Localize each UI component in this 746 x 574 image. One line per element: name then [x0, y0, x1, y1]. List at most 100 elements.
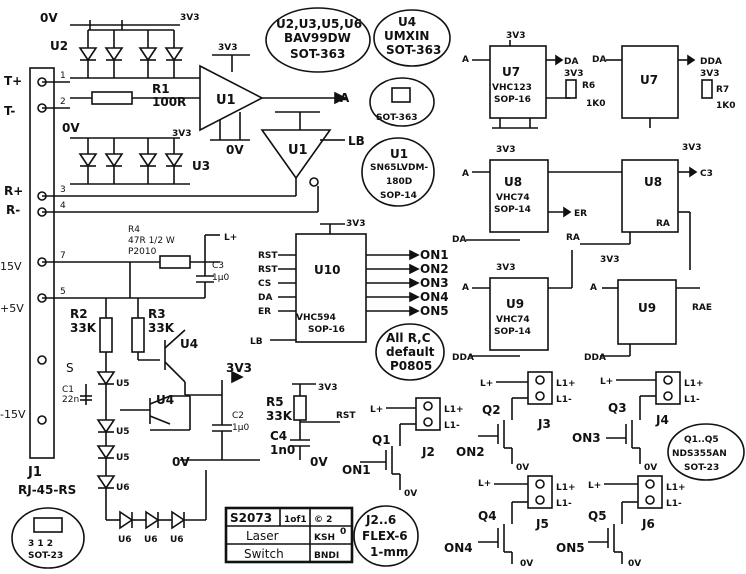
j4-lplus: L+ — [600, 377, 613, 387]
signal-15v-neg: -15V — [0, 408, 26, 421]
r1-ref: R1 — [152, 82, 170, 96]
u9b-ref: U9 — [638, 301, 656, 315]
j5-ref: J5 — [535, 517, 549, 531]
on5-label: ON5 — [556, 541, 585, 555]
on4-label: ON4 — [444, 541, 473, 555]
note-sot23: 3 1 2 SOT-23 — [11, 507, 85, 569]
net-3v3-u4: 3V3 — [226, 361, 252, 375]
u4-ref: U4 — [180, 337, 198, 351]
u2-ref: U2 — [50, 39, 68, 53]
u8-pkg: SOP-14 — [494, 205, 531, 215]
net-ra: RA — [566, 233, 580, 243]
note-u1-line1: U1 — [390, 147, 408, 161]
j2-l1minus: L1- — [444, 421, 460, 431]
u7-3v3-b: 3V3 — [564, 69, 584, 79]
c1-ref: C1 — [62, 385, 74, 395]
u8-ref: U8 — [504, 175, 522, 189]
j1-ref: J1 — [27, 465, 42, 480]
u1b-ref: U1 — [288, 143, 308, 158]
u8-input-a: A — [462, 169, 469, 179]
signal-t-minus: T- — [4, 104, 15, 118]
u10-in-cs: CS — [258, 279, 271, 289]
net-lb-out: LB — [348, 134, 365, 148]
title-copyright: © 2 — [314, 515, 332, 525]
title-name1: Laser — [246, 529, 279, 543]
u10-ref: U10 — [314, 263, 340, 277]
u1-ref: U1 — [216, 93, 236, 108]
net-3v3-top: 3V3 — [180, 13, 200, 23]
j2-lplus: L+ — [370, 405, 383, 415]
r1-value: 100R — [152, 95, 186, 109]
flipflop-u9: 3V3 A U9 VHC74 SOP-14 DDA — [452, 250, 573, 363]
note-parts-line3: SOT-363 — [290, 47, 345, 61]
r4-value: 47R 1/2 W — [128, 236, 175, 246]
r4-pkg: P2010 — [128, 247, 157, 257]
u10-out-on5: ON5 — [420, 304, 449, 318]
j3-l1plus: L1+ — [556, 379, 576, 389]
power-filter: L+ R4 47R 1/2 W P2010 C3 1µ0 — [70, 225, 237, 299]
r7-value: 1K0 — [716, 101, 736, 111]
u7-out-da: DA — [564, 57, 578, 67]
reset-circuit: 3V3 RST R5 33K C4 1n0 0V — [266, 383, 356, 469]
note-rc: All R,C default P0805 — [375, 323, 445, 381]
u9b-input-dda: DDA — [584, 353, 606, 363]
u7b-input-da: DA — [592, 55, 606, 65]
note-mosfet-line1: Q1..Q5 — [684, 435, 719, 445]
u9-part: VHC74 — [496, 315, 530, 325]
u10-in-rst1: RST — [258, 251, 278, 261]
note-rc-line2: default — [386, 345, 435, 359]
c2-value: 1µ0 — [232, 423, 249, 433]
title-author2: BNDI — [314, 551, 339, 561]
rst-net: RST — [336, 411, 356, 421]
q5-ref: Q5 — [588, 509, 607, 523]
diode-array-u3: 0V 3V3 U3 — [62, 121, 210, 185]
j4-l1minus: L1- — [684, 395, 700, 405]
pin-1: 1 — [60, 71, 66, 81]
shift-register-u10: 3V3 U10 VHC594 SOP-16 RST RST CS DA ER O… — [250, 219, 449, 347]
note-sot23-pins: 3 1 2 — [28, 539, 53, 549]
resistor-r1: R1 100R — [70, 82, 200, 109]
title-author1: KSH — [314, 533, 335, 543]
u10-part: VHC594 — [296, 313, 336, 323]
signal-r-plus: R+ — [4, 184, 23, 198]
note-mosfet-line2: NDS355AN — [672, 449, 727, 459]
q1-ref: Q1 — [372, 433, 391, 447]
u10-pkg: SOP-16 — [308, 325, 345, 335]
u8b-out-c3: C3 — [700, 169, 713, 179]
r6-ref: R6 — [582, 81, 595, 91]
u7-input-a: A — [462, 55, 469, 65]
diode-array-u2: 0V 3V3 U2 — [40, 11, 200, 79]
note-u4-line3: SOT-363 — [386, 43, 441, 57]
u6-ref-3: U6 — [144, 535, 158, 545]
r5-value: 33K — [266, 409, 293, 423]
line-driver-u1: 3V3 U1 A 0V — [199, 43, 350, 157]
pin-7: 7 — [60, 251, 66, 261]
output-stage-4: L1+ L1- L+ ON4 Q4 J5 0V — [444, 475, 576, 569]
on1-label: ON1 — [342, 463, 371, 477]
note-u1-line3: 180D — [386, 177, 412, 187]
j3-ref: J3 — [537, 417, 551, 431]
signal-15v: 15V — [0, 260, 22, 273]
j6-l1minus: L1- — [666, 499, 682, 509]
flipflop-u8: 3V3 A U8 VHC74 SOP-14 ER DA — [452, 145, 622, 245]
j5-l1minus: L1- — [556, 499, 572, 509]
q5-0v: 0V — [628, 559, 641, 569]
title-rev: 0 — [340, 527, 346, 537]
bias-section: R2 33K R3 33K U4 3V3 — [70, 298, 252, 396]
u8b-ref: U8 — [644, 175, 662, 189]
u10-in-da: DA — [258, 293, 272, 303]
on3-label: ON3 — [572, 431, 601, 445]
output-stage-3: L1+ L1- L+ ON3 Q3 J4 0V — [572, 371, 704, 473]
q2-ref: Q2 — [482, 403, 501, 417]
note-package: SOT-363 — [369, 77, 435, 127]
net-0v-bottom: 0V — [172, 455, 190, 469]
note-parts-line2: BAV99DW — [284, 31, 351, 45]
c1-value: 22n — [62, 395, 79, 405]
u10-out-on2: ON2 — [420, 262, 449, 276]
u6-ref-1: U6 — [116, 483, 130, 493]
u8b-3v3: 3V3 — [682, 143, 702, 153]
u10-in-rst2: RST — [258, 265, 278, 275]
note-flex: J2..6 FLEX-6 1-mm — [353, 505, 419, 567]
u6-ref-4: U6 — [170, 535, 184, 545]
j4-l1plus: L1+ — [684, 379, 704, 389]
